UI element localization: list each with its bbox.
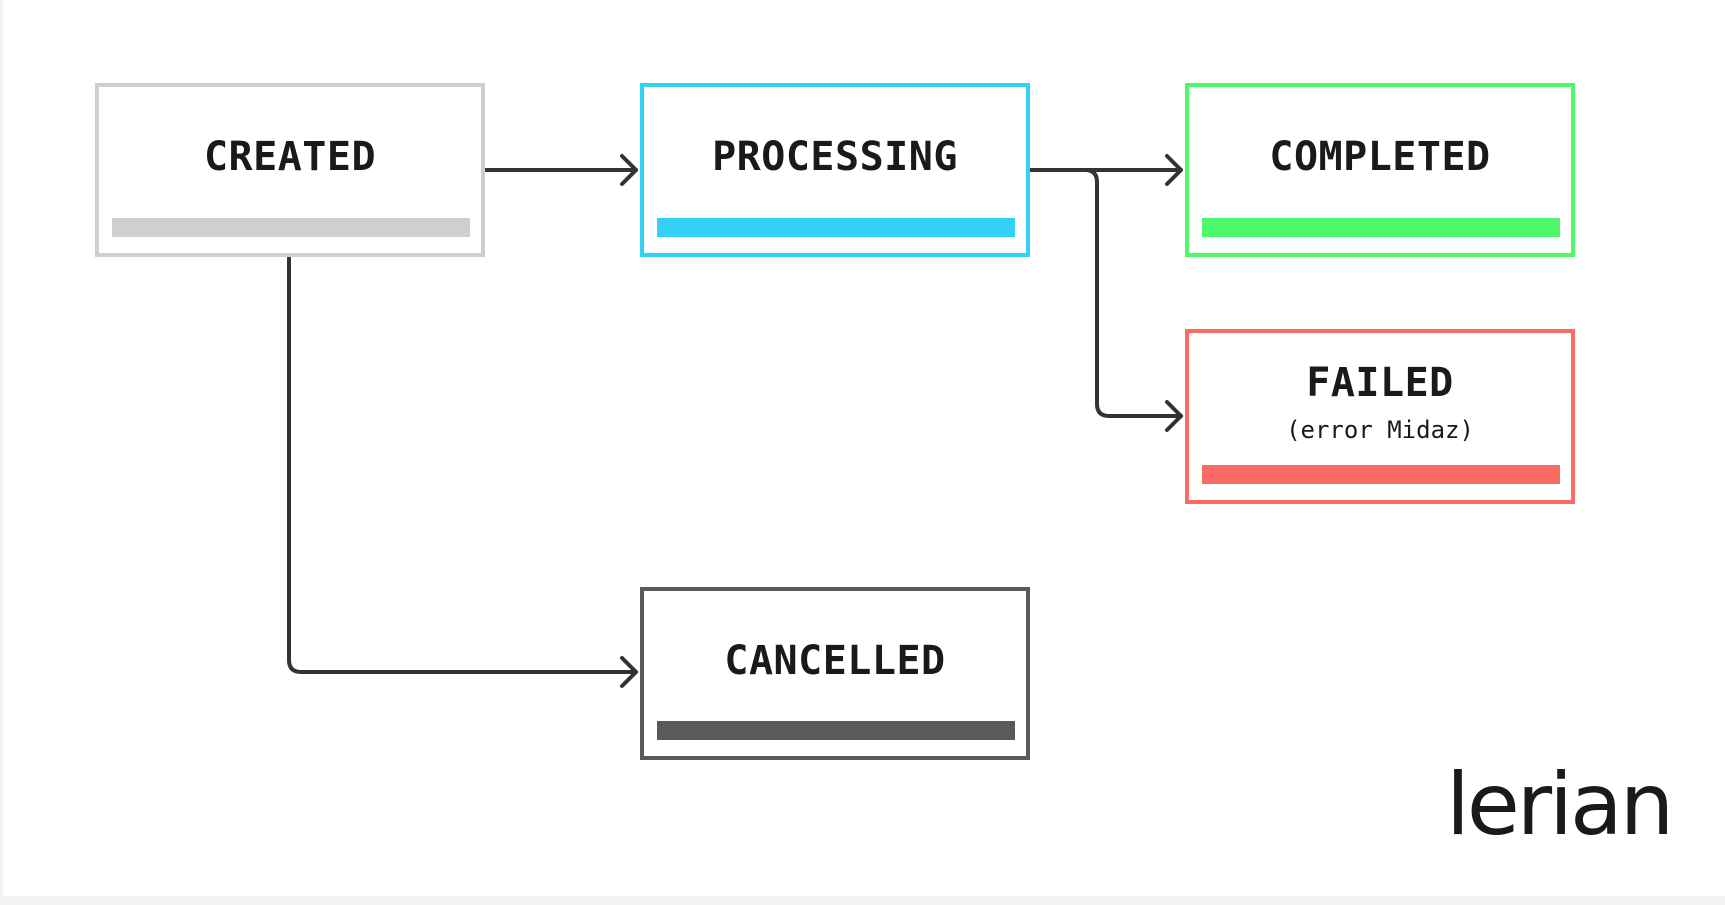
state-processing-bar [657, 218, 1015, 237]
state-cancelled-label: CANCELLED [724, 638, 946, 684]
state-completed-bar [1202, 218, 1560, 237]
state-completed-label: COMPLETED [1269, 134, 1491, 180]
state-created-bar [112, 218, 470, 237]
arrowhead-processing [620, 154, 638, 186]
lerian-logo: lerian [1446, 755, 1674, 855]
state-failed-label: FAILED [1306, 360, 1454, 406]
arrowhead-completed [1165, 154, 1183, 186]
state-created: CREATED [95, 83, 485, 257]
state-cancelled: CANCELLED [640, 587, 1030, 760]
state-processing: PROCESSING [640, 83, 1030, 257]
arrow-created-to-cancelled [287, 256, 638, 674]
arrowhead-failed [1165, 400, 1183, 432]
state-completed: COMPLETED [1185, 83, 1575, 257]
state-failed-bar [1202, 465, 1560, 484]
state-created-label: CREATED [203, 134, 377, 180]
state-failed-sublabel: (error Midaz) [1286, 416, 1474, 444]
state-processing-label: PROCESSING [712, 134, 958, 180]
arrow-processing-to-failed [1029, 168, 1183, 418]
state-failed: FAILED (error Midaz) [1185, 329, 1575, 504]
state-cancelled-bar [657, 721, 1015, 740]
arrowhead-cancelled [620, 656, 638, 688]
